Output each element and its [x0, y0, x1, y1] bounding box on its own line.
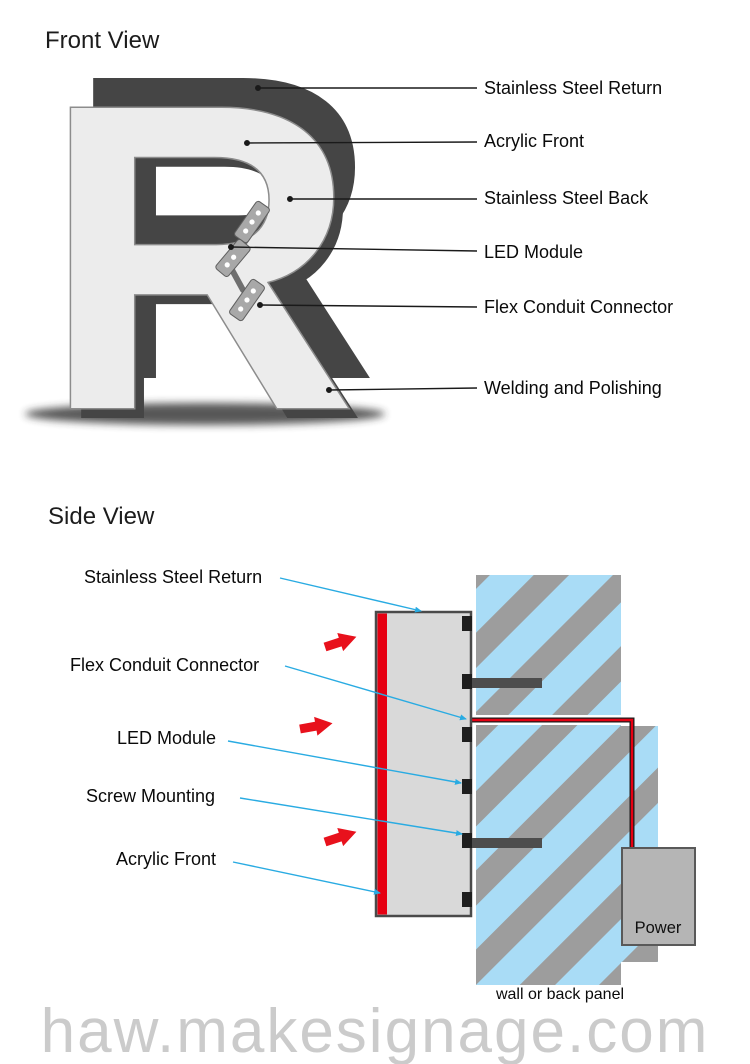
leader-line	[227, 740, 462, 785]
side-label-flex-conduit-connector: Flex Conduit Connector	[70, 655, 260, 675]
side-label-acrylic-front: Acrylic Front	[116, 849, 217, 869]
label-acrylic-front: Acrylic Front	[484, 131, 585, 151]
power-box: Power	[621, 847, 696, 946]
side-label-led-module: LED Module	[117, 728, 217, 748]
red-arrow-icon	[299, 716, 333, 736]
front-view-title: Front View	[45, 27, 160, 54]
screw-bolt	[471, 678, 542, 688]
label-welding-and-polishing: Welding and Polishing	[484, 378, 662, 398]
side-label-stainless-steel-return: Stainless Steel Return	[84, 567, 263, 587]
led-mounts	[462, 616, 472, 907]
red-arrow-icon	[323, 633, 357, 652]
leader-line	[232, 861, 381, 895]
watermark-text: haw.makesignage.com	[40, 997, 710, 1064]
screw-bolts	[471, 678, 542, 848]
led-mount	[462, 727, 472, 742]
letter-return-top: R	[64, 0, 379, 471]
letter-return-bottom: R	[52, 24, 367, 511]
led-mount	[462, 674, 472, 689]
led-mount	[462, 833, 472, 848]
label-flex-conduit-connector: Flex Conduit Connector	[484, 297, 674, 317]
red-arrow-icon	[323, 828, 357, 847]
label-led-module: LED Module	[484, 242, 584, 262]
front-leader-lines	[227, 84, 478, 394]
leader-line	[239, 797, 463, 837]
led-mount	[462, 616, 472, 631]
power-box-label: Power	[635, 919, 682, 937]
letter-face: R	[42, 14, 357, 501]
acrylic-front-strip	[377, 613, 387, 915]
leader-line	[246, 141, 478, 144]
letter-drop-shadow	[25, 403, 385, 425]
letter-cross-section	[374, 610, 473, 918]
leader-line	[279, 577, 422, 613]
side-view-title: Side View	[48, 503, 155, 530]
leader-line	[259, 304, 478, 308]
letter-body	[374, 610, 473, 918]
power-cable	[471, 717, 635, 849]
led-module-strip	[215, 200, 270, 322]
front-letter: R R R	[41, 0, 379, 511]
side-label-screw-mounting: Screw Mounting	[86, 786, 216, 806]
label-stainless-steel-return: Stainless Steel Return	[484, 78, 663, 98]
leader-line	[328, 387, 478, 391]
direction-arrows	[299, 633, 357, 847]
led-mount	[462, 779, 472, 794]
wall-panel	[476, 575, 621, 985]
leader-line	[230, 246, 478, 252]
led-mount	[462, 892, 472, 907]
leader-line	[284, 665, 467, 721]
screw-bolt	[471, 838, 542, 848]
wall-or-back-panel-label: wall or back panel	[495, 986, 625, 1003]
side-leader-lines	[227, 577, 467, 895]
label-stainless-steel-back: Stainless Steel Back	[484, 188, 649, 208]
